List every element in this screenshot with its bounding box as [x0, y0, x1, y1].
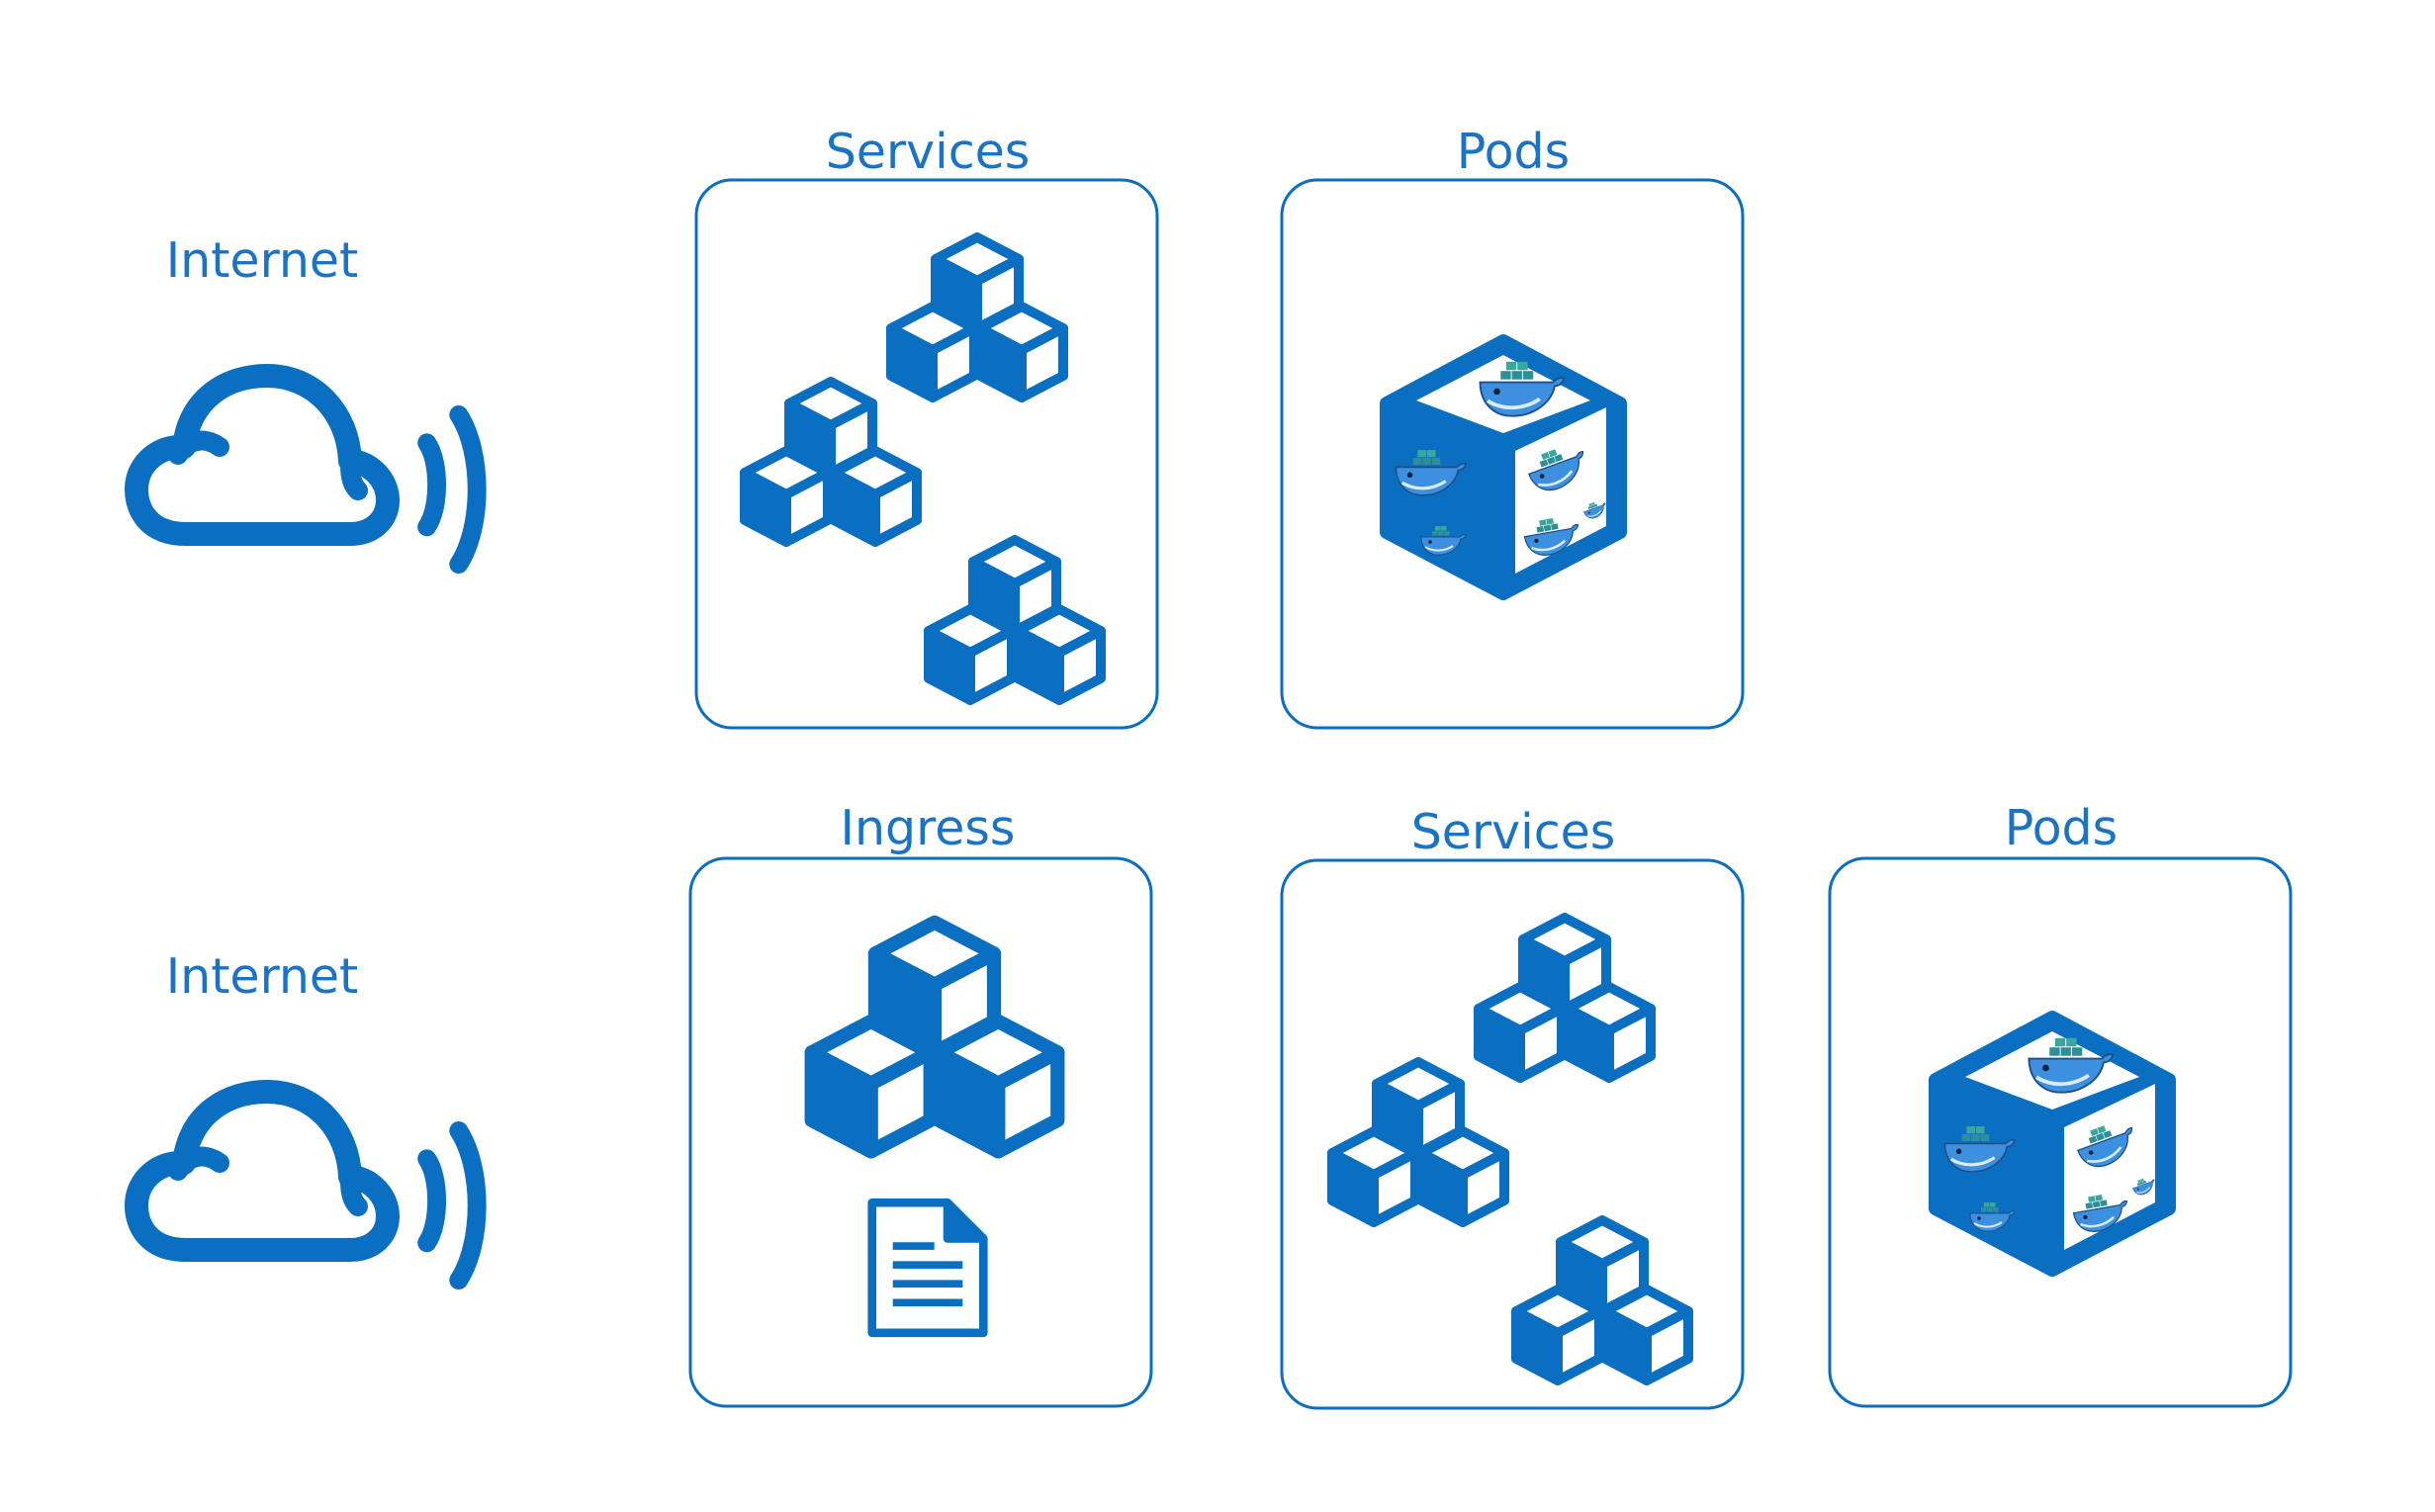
- panel-title: Pods: [1457, 124, 1570, 180]
- pods-panel: Pods: [1280, 124, 1745, 730]
- panel-title: Services: [826, 124, 1031, 180]
- pod-container-icon: [1936, 1018, 2169, 1270]
- document-icon: [872, 1202, 984, 1333]
- panel-title: Pods: [2005, 800, 2118, 856]
- wireless-signal-icon: [427, 1130, 478, 1280]
- services-panel: Services: [694, 124, 1159, 730]
- services-panel: Services: [1280, 804, 1745, 1410]
- ingress-panel: Ingress: [688, 800, 1153, 1408]
- row-1: Internet Services Pods: [136, 124, 1745, 730]
- internet-label: Internet: [166, 232, 359, 289]
- cloud-icon: [136, 1092, 388, 1250]
- internet-source: Internet: [136, 948, 477, 1281]
- pod-container-icon: [1387, 341, 1620, 593]
- cloud-icon: [136, 376, 388, 534]
- internet-label: Internet: [166, 948, 359, 1005]
- wireless-signal-icon: [427, 414, 478, 564]
- panel-title: Ingress: [841, 800, 1016, 856]
- internet-source: Internet: [136, 232, 477, 565]
- row-2: Internet Ingress Services Pods: [136, 800, 2293, 1410]
- panel-title: Services: [1411, 804, 1616, 860]
- pods-panel: Pods: [1828, 800, 2293, 1408]
